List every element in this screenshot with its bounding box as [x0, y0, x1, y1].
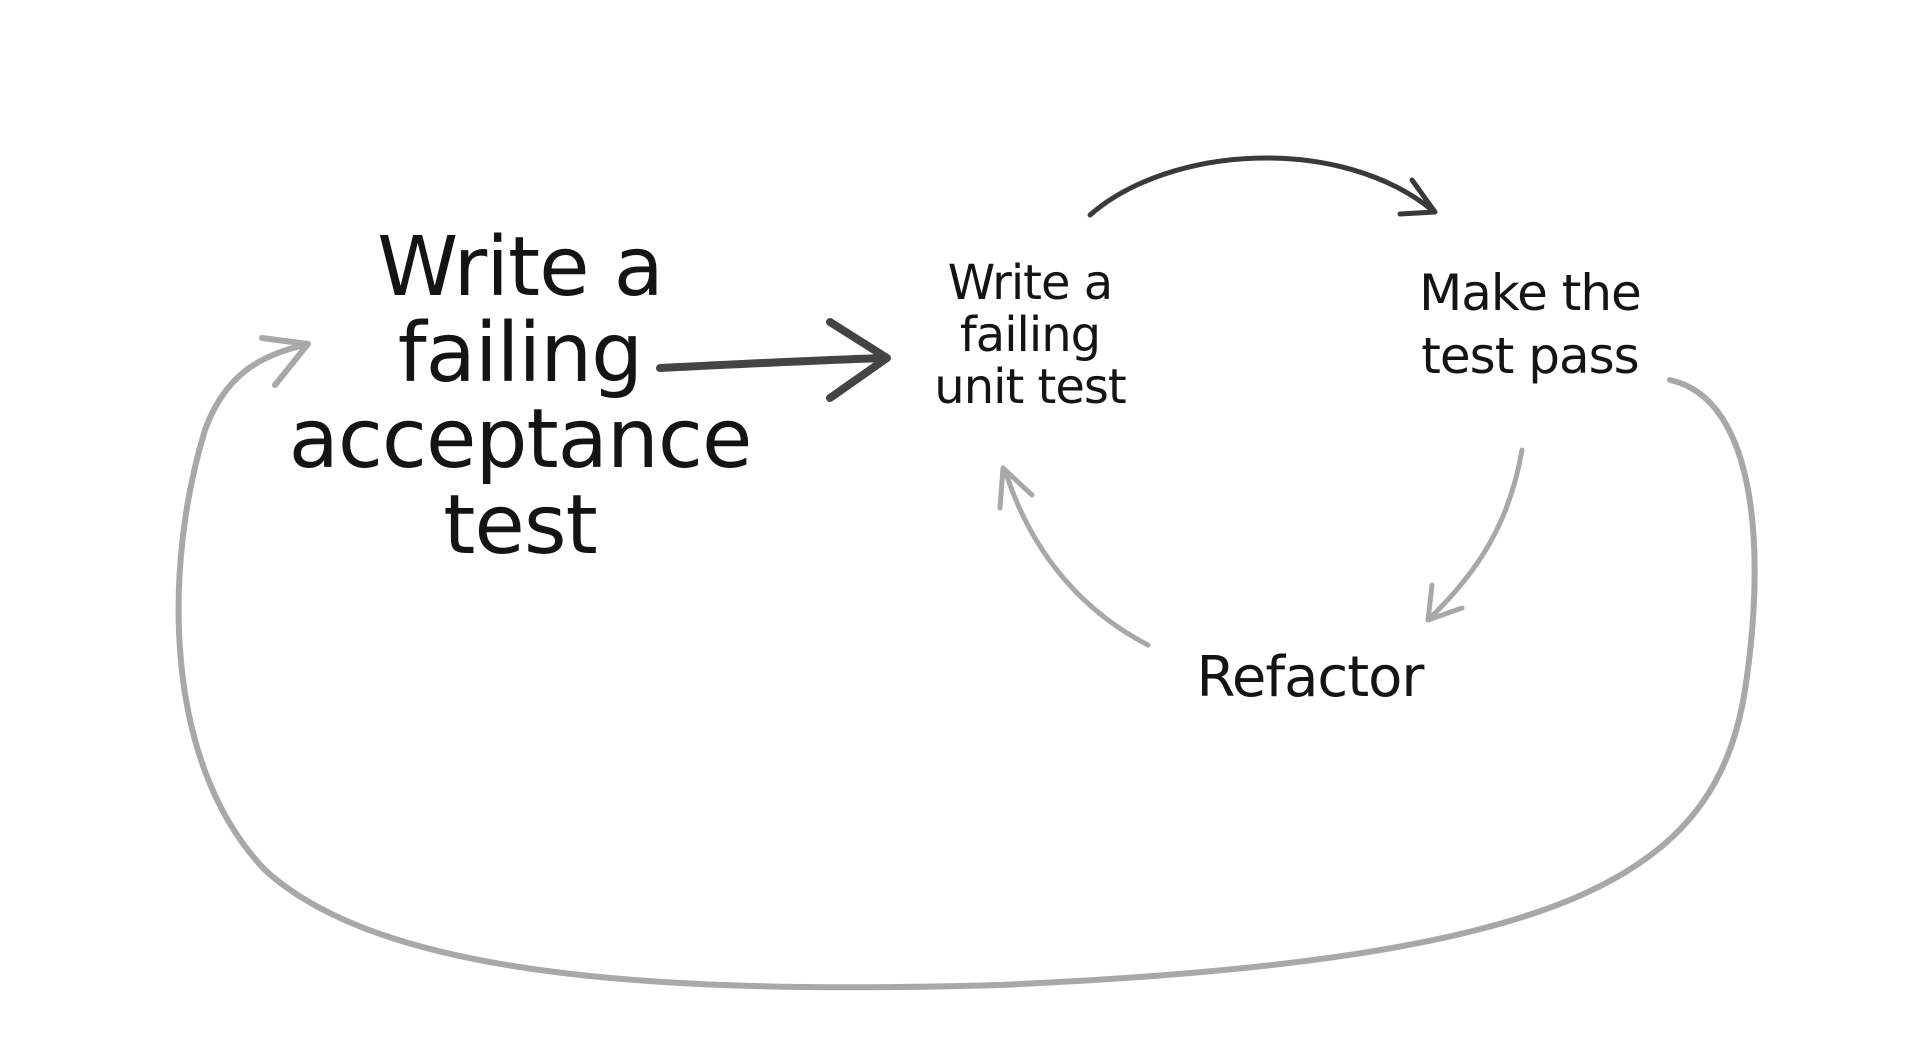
node-label-line: Write a — [377, 220, 664, 315]
refactor-to-unit-arrowhead — [997, 465, 1035, 511]
unit-to-pass-arrow — [1087, 155, 1435, 218]
node-label-line: Write a — [947, 255, 1113, 311]
unit-to-pass-arrowhead — [1397, 177, 1438, 217]
make-test-pass-node: Make the test pass — [1385, 262, 1675, 387]
outer-loop-arrow — [175, 342, 1758, 991]
write-failing-unit-test-node: Write a failing unit test — [900, 255, 1160, 415]
node-label-line: unit test — [934, 358, 1126, 415]
refactor-node: Refactor — [1170, 650, 1450, 706]
refactor-to-unit-arrow — [1002, 467, 1151, 648]
acceptance-to-unit-arrow — [656, 354, 889, 372]
pass-to-refactor-arrow — [1427, 447, 1525, 621]
node-label-line: test pass — [1421, 326, 1639, 385]
node-label-line: test — [443, 478, 597, 574]
outer-loop-arrowhead — [259, 335, 311, 388]
write-failing-acceptance-test-node: Write a failing acceptance test — [280, 220, 760, 574]
node-label-line: failing — [397, 306, 644, 402]
node-label-line: Make the — [1419, 264, 1642, 322]
node-label-line: acceptance — [288, 392, 753, 488]
node-label-line: failing — [959, 306, 1101, 363]
node-label-line: Refactor — [1196, 645, 1425, 710]
pass-to-refactor-arrowhead — [1425, 582, 1465, 623]
acceptance-to-unit-arrowhead — [826, 318, 891, 402]
